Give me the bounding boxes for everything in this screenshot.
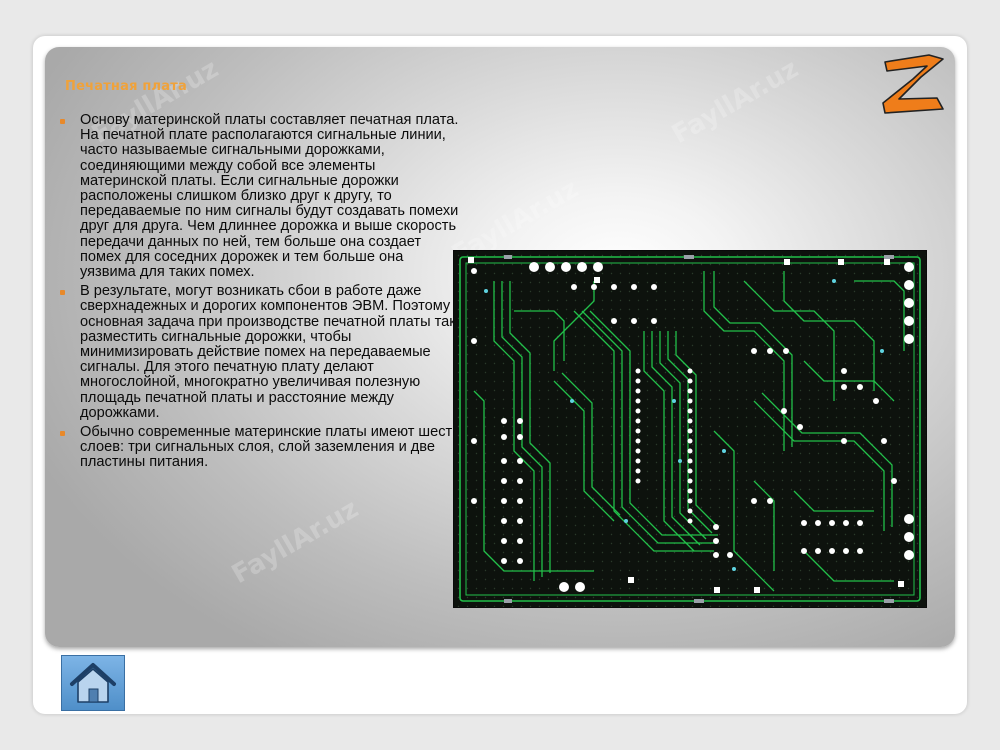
bullet-marker <box>60 290 65 296</box>
bullet-marker <box>60 431 65 437</box>
bullet-text: В результате, могут возникать сбои в раб… <box>80 283 456 421</box>
home-button[interactable] <box>61 655 125 711</box>
watermark: FayllAr.uz <box>666 53 804 151</box>
pcb-image <box>453 250 927 608</box>
watermark: FayllAr.uz <box>226 493 364 591</box>
bullet-item: Обычно современные материнские платы име… <box>60 425 460 471</box>
bullet-list: Основу материнской платы составляет печа… <box>60 112 460 475</box>
bullet-text: Обычно современные материнские платы име… <box>80 424 460 471</box>
bullet-marker <box>60 119 65 124</box>
slide-title: Печатная плата <box>65 79 187 94</box>
bullet-item: Основу материнской платы составляет печа… <box>60 112 460 281</box>
z-logo-icon <box>882 54 944 114</box>
bullet-item: В результате, могут возникать сбои в раб… <box>60 284 460 421</box>
home-icon <box>70 663 116 703</box>
pcb-drawing <box>454 251 926 607</box>
bullet-text: Основу материнской платы составляет печа… <box>80 112 459 281</box>
